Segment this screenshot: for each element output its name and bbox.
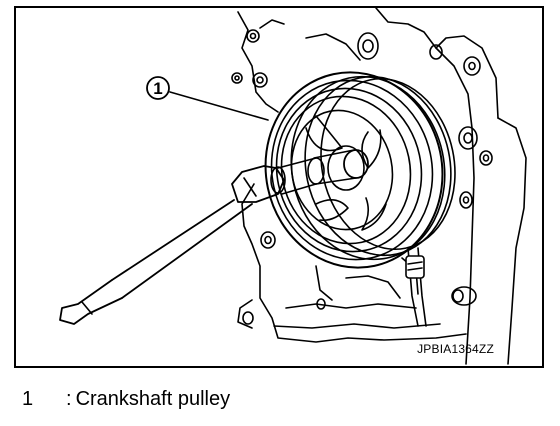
legend-number: 1 [22, 388, 34, 410]
legend-item-1: 1 : Crankshaft pulley [22, 388, 230, 411]
hose-clamp [451, 286, 477, 306]
figure-code: JPBIA1364ZZ [417, 342, 494, 356]
engine-bosses [231, 29, 493, 325]
crankshaft-pulley [264, 71, 456, 269]
callout-1: 1 [146, 76, 269, 121]
dipstick-tube [405, 247, 427, 327]
breaker-bar [59, 165, 285, 325]
crankshaft-pulley-illustration: 1 [59, 8, 527, 365]
legend-label: Crankshaft pulley [75, 388, 231, 410]
diagram-figure: 1 JPBIA1364ZZ [14, 6, 544, 368]
callout-1-number: 1 [153, 79, 162, 98]
legend-separator: : [66, 388, 72, 410]
